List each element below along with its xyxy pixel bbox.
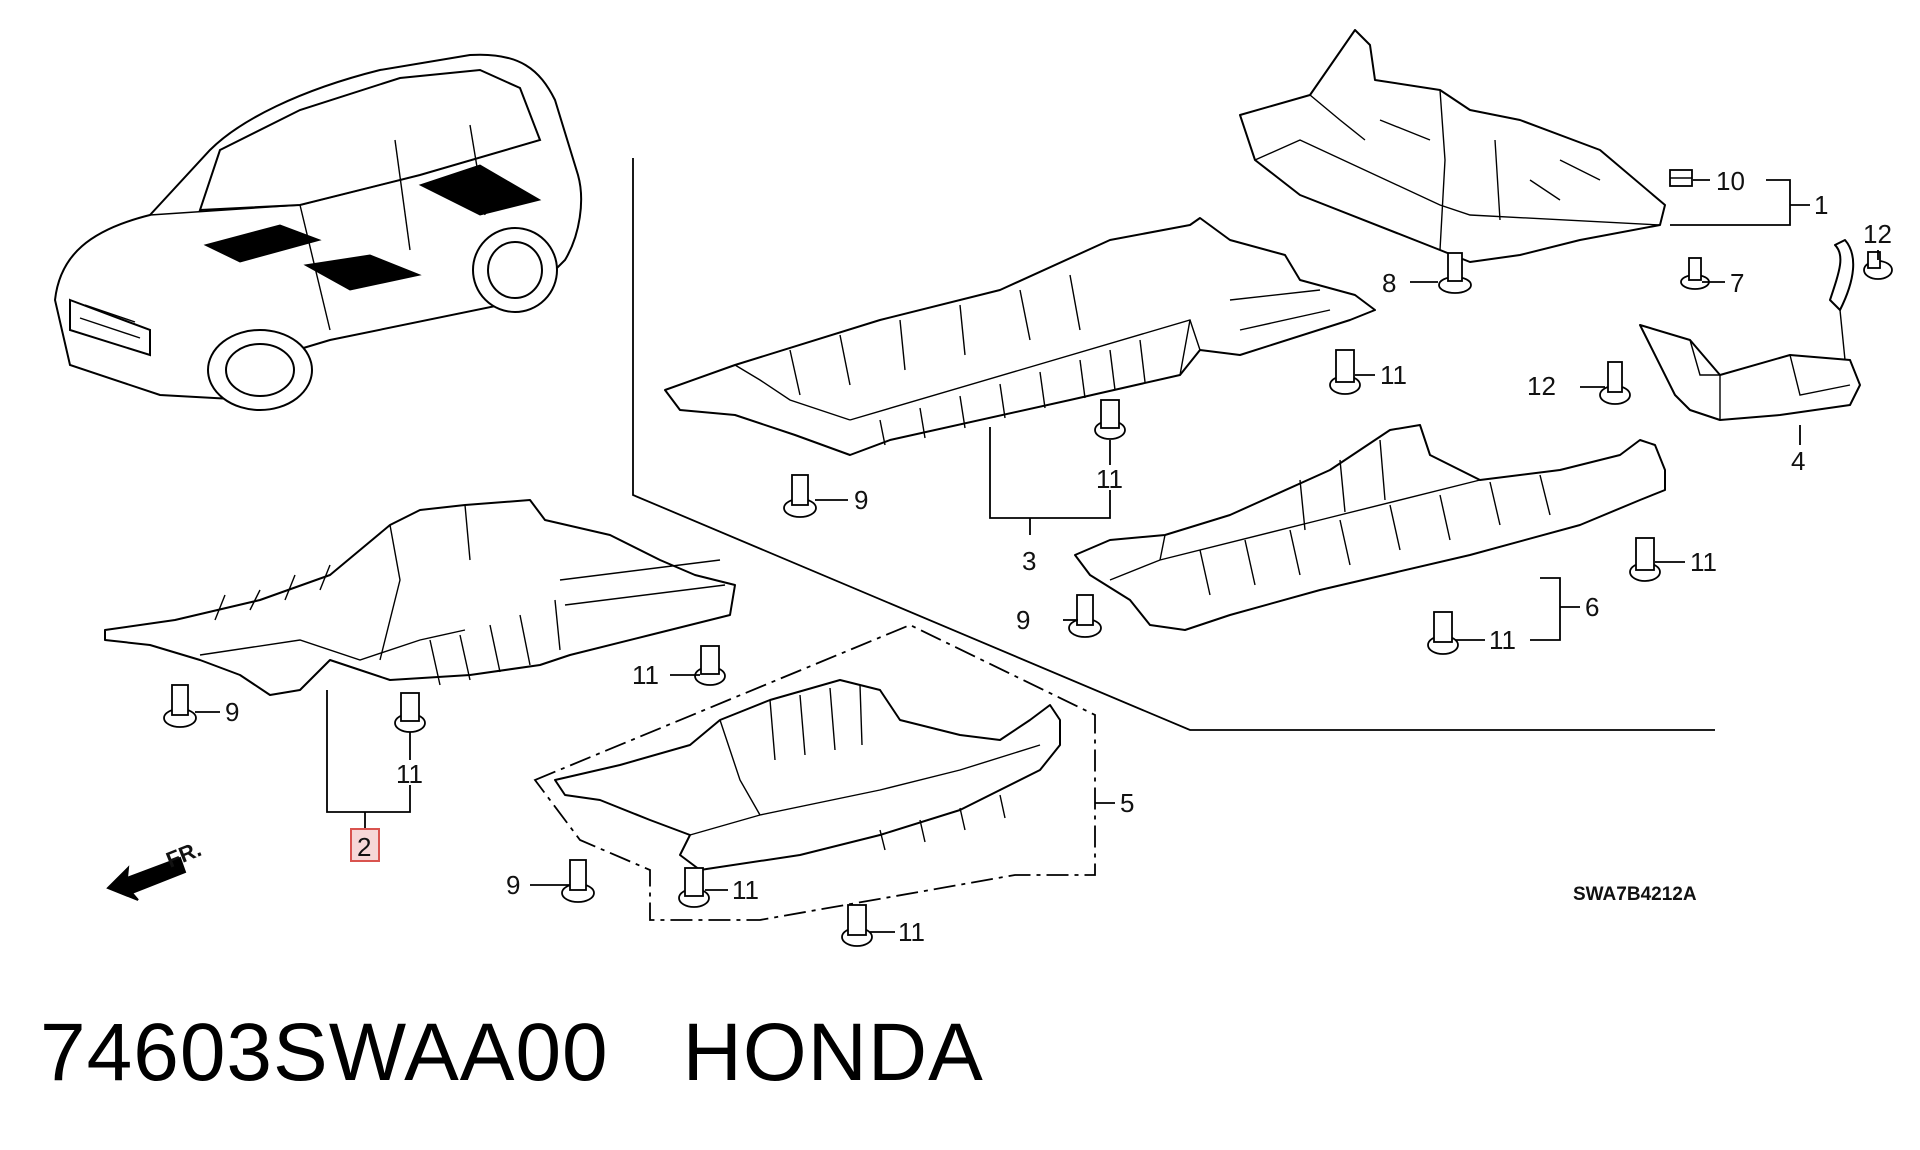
callout-11-c: 11 — [1690, 547, 1717, 577]
part-1-rear-cover — [1239, 29, 1666, 263]
callout-9-c: 9 — [225, 697, 239, 727]
callout-3: 3 — [1022, 546, 1036, 576]
callout-5: 5 — [1120, 788, 1134, 818]
bolt-9d — [561, 859, 595, 903]
front-arrow: FR. — [106, 836, 205, 901]
clip-11h — [841, 904, 873, 947]
clip-10 — [1669, 169, 1693, 187]
callout-9-d: 9 — [506, 870, 520, 900]
callout-11-e: 11 — [632, 660, 659, 690]
clip-11d — [1427, 611, 1459, 655]
part-2-highlight-box — [350, 828, 380, 862]
callout-10: 10 — [1716, 166, 1745, 196]
clip-11e — [694, 645, 726, 686]
callout-11-a: 11 — [1380, 360, 1407, 390]
brand-name: HONDA — [682, 1007, 984, 1098]
clip-11a — [1329, 349, 1361, 395]
clip-11b — [1094, 399, 1126, 440]
clip-11c — [1629, 537, 1661, 582]
callout-2: 2 — [357, 832, 371, 862]
callout-9-a: 9 — [854, 485, 868, 515]
part-2-front-cover — [104, 499, 736, 696]
callout-11-b: 11 — [1096, 464, 1123, 494]
bolt-9b — [1068, 594, 1102, 638]
callout-11-g: 11 — [732, 875, 759, 905]
part-5-dashed-outline — [533, 624, 1096, 921]
callout-1: 1 — [1814, 190, 1828, 220]
part-title: 74603SWAA00 HONDA — [40, 1006, 984, 1100]
part-6-right-cover — [1074, 424, 1666, 631]
callout-labels: 10 1 12 8 7 12 11 4 11 9 3 11 6 9 11 11 … — [225, 166, 1892, 947]
callout-12: 12 — [1527, 371, 1556, 401]
leader-lines — [195, 179, 1879, 933]
clip-11g — [678, 867, 710, 908]
bolt-12a — [1863, 251, 1893, 280]
clip-11f — [394, 692, 426, 733]
callout-4: 4 — [1791, 446, 1805, 476]
callout-6: 6 — [1585, 592, 1599, 622]
part-5-middle-cover — [554, 679, 1061, 871]
group-frame — [632, 158, 1715, 731]
bolt-7 — [1680, 257, 1710, 290]
callout-11-h: 11 — [898, 917, 925, 947]
part-number: 74603SWAA00 — [40, 1007, 609, 1098]
bolt-12b — [1599, 361, 1631, 405]
part-3-center-cover — [664, 217, 1376, 456]
bolt-8 — [1438, 252, 1472, 294]
callout-12-top: 12 — [1863, 219, 1892, 249]
bolt-9c — [163, 684, 197, 728]
fastener-group — [163, 169, 1893, 947]
vehicle-illustration — [53, 53, 583, 411]
callout-9-b: 9 — [1016, 605, 1030, 635]
bolt-9a — [783, 474, 817, 518]
callout-8: 8 — [1382, 268, 1396, 298]
front-arrow-label: FR. — [163, 836, 205, 872]
callout-11-d: 11 — [1489, 625, 1516, 655]
callout-7: 7 — [1730, 268, 1744, 298]
diagram-ref-code: SWA7B4212A — [1573, 884, 1697, 905]
callout-11-f: 11 — [396, 759, 423, 789]
part-4-bracket — [1639, 239, 1861, 421]
